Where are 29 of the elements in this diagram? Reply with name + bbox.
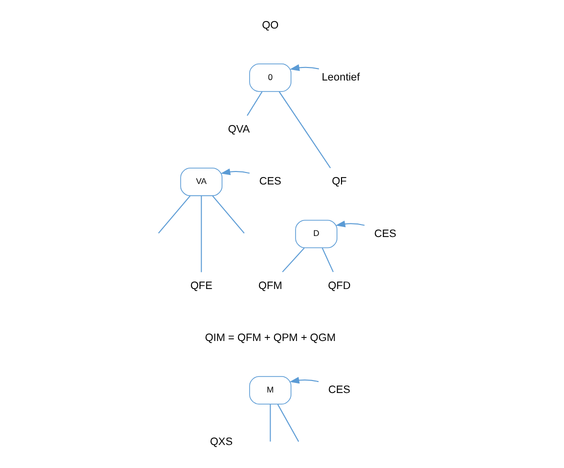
node-box: VA	[180, 168, 222, 196]
connector	[212, 195, 245, 234]
node-text: CES	[374, 228, 396, 240]
node-text: QFM	[258, 280, 282, 292]
node-text: QO	[262, 19, 279, 32]
node-text: QVA	[228, 124, 250, 136]
connector	[278, 91, 331, 168]
node-box: 0	[249, 64, 292, 92]
connector	[200, 195, 202, 273]
node-text: QIM = QFM + QPM + QGM	[204, 332, 336, 344]
node-text: QXS	[210, 436, 233, 448]
arrow	[290, 64, 320, 71]
connector	[270, 404, 271, 442]
connector	[322, 248, 334, 272]
node-text: Leontief	[322, 72, 360, 84]
connector	[158, 195, 191, 234]
arrow	[220, 168, 250, 176]
node-text: QFD	[328, 280, 351, 292]
node-box: D	[295, 220, 338, 248]
connector	[282, 248, 305, 272]
node-box: M	[249, 376, 292, 404]
node-text: CES	[328, 384, 350, 396]
node-text: QF	[332, 176, 347, 188]
arrow	[336, 220, 366, 228]
connector	[277, 404, 300, 442]
node-text: CES	[259, 176, 282, 188]
node-text: QFE	[190, 280, 212, 292]
arrow	[290, 376, 320, 384]
connector	[246, 91, 263, 116]
